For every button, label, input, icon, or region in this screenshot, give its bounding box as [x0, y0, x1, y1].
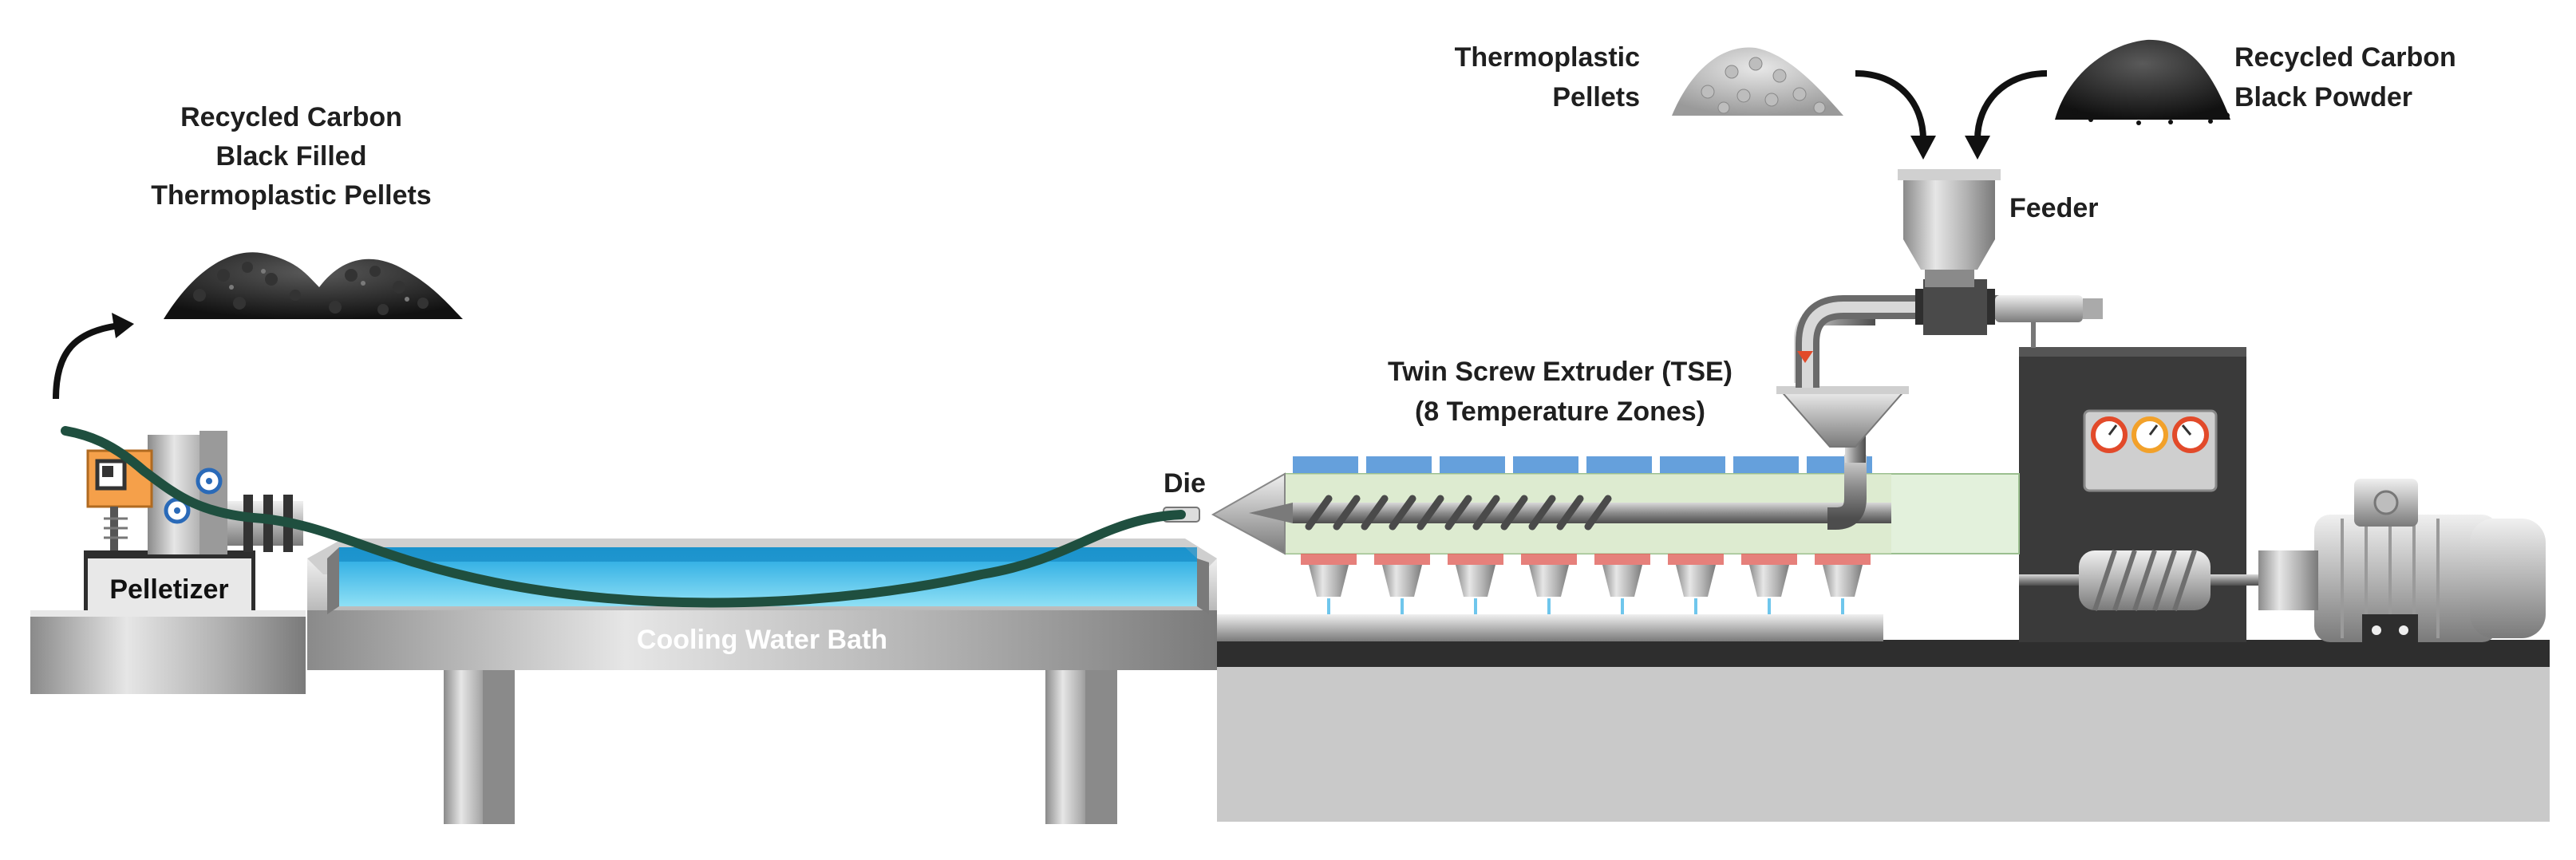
feed-system: Feeder [1776, 169, 2103, 530]
extruder-screw [1249, 495, 1891, 531]
svg-text:Recycled Carbon: Recycled Carbon [2234, 42, 2456, 73]
extruder-platform [1217, 614, 1883, 641]
thermoplastic-pellets-pile [1672, 47, 1843, 116]
temperature-zone-cones [1309, 565, 1863, 597]
carbon-black-powder-label: Recycled Carbon Black Powder [2234, 42, 2456, 112]
down-arrow-icon [1855, 70, 1926, 140]
thermoplastic-pellets-label: Thermoplastic Pellets [1455, 42, 1640, 112]
svg-text:Thermoplastic Pellets: Thermoplastic Pellets [151, 180, 431, 211]
down-arrow-icon [1974, 70, 2048, 140]
feeder-label: Feeder [2009, 193, 2099, 223]
electric-motor [2258, 479, 2546, 646]
arrow-head [1965, 136, 1990, 160]
die-label: Die [1164, 468, 1206, 499]
heater-blocks-bottom [1301, 554, 1871, 565]
heater-blocks-top [1293, 456, 1872, 474]
arrow-head [112, 313, 134, 338]
extruder-label-line1: Twin Screw Extruder (TSE) [1388, 357, 1732, 387]
curved-arrow-icon [53, 322, 121, 400]
pelletizer-label: Pelletizer [109, 574, 228, 605]
gear-icon [196, 467, 223, 495]
extruder-base [1217, 640, 2550, 822]
extruder-label-line2: (8 Temperature Zones) [1415, 396, 1705, 427]
feeder [1898, 169, 2001, 287]
output-pellet-pile [164, 252, 463, 319]
motor-cabinet [2019, 347, 2258, 642]
output-pellets-label: Recycled Carbon Black Filled Thermoplast… [151, 102, 431, 211]
carbon-black-powder-pile [2055, 39, 2230, 125]
svg-text:Recycled Carbon: Recycled Carbon [180, 102, 402, 132]
gauge-icon [2132, 416, 2168, 453]
svg-text:Black Powder: Black Powder [2234, 82, 2412, 112]
cooling-bath-label: Cooling Water Bath [637, 625, 887, 655]
polymer-strand [61, 426, 1186, 608]
pelletizer-base [30, 610, 306, 694]
svg-text:Black Filled: Black Filled [216, 141, 367, 172]
gauge-icon [2172, 416, 2209, 453]
arrow-head [1910, 136, 1936, 160]
svg-text:Pellets: Pellets [1552, 82, 1640, 112]
gauge-icon [2091, 416, 2128, 453]
twin-screw-extruder: Twin Screw Extruder (TSE) (8 Temperature… [1211, 357, 2020, 614]
svg-text:Thermoplastic: Thermoplastic [1455, 42, 1640, 73]
extruder-hopper [1776, 386, 1909, 448]
cooling-water-bath: Cooling Water Bath [307, 538, 1217, 824]
